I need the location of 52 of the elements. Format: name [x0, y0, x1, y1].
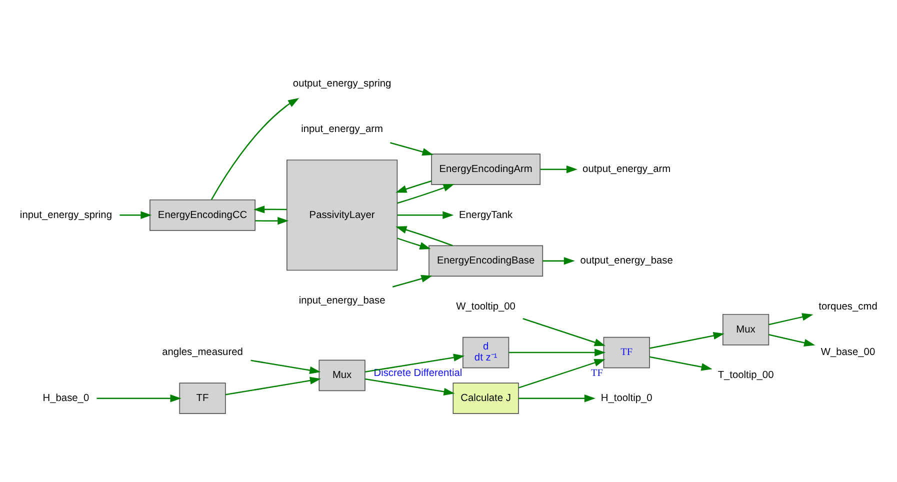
node-box: Mux — [318, 360, 366, 392]
arrow — [365, 378, 455, 396]
arrow — [649, 356, 712, 371]
arrow — [509, 348, 606, 356]
node-box: d dt z⁻¹ — [462, 336, 510, 368]
arrow — [255, 216, 289, 225]
node-text: T_tooltip_00 — [718, 370, 774, 382]
arrow — [397, 211, 454, 219]
arrow — [365, 354, 465, 372]
node-box: PassivityLayer — [286, 160, 398, 271]
arrow — [392, 274, 432, 288]
node-box: Mux — [722, 314, 770, 346]
node-text: W_tooltip_00 — [456, 301, 516, 312]
arrow — [518, 359, 606, 388]
node-box: TF — [603, 336, 650, 368]
arrow — [649, 332, 724, 349]
node-box: EnergyEncodingCC — [150, 199, 256, 231]
node-text: angles_measured — [162, 347, 243, 358]
arrow — [254, 206, 287, 214]
arrow — [396, 180, 432, 193]
arrow — [768, 334, 816, 347]
arrow — [210, 98, 300, 200]
arrow — [250, 360, 321, 374]
node-box: EnergyEncodingArm — [431, 154, 541, 186]
node-box: Calculate J — [452, 382, 519, 414]
arrow — [522, 318, 606, 346]
node-text: output_energy_arm — [582, 164, 671, 175]
node-box: TF — [179, 382, 226, 414]
node-text: torques_cmd — [818, 301, 878, 312]
node-text: input_energy_base — [298, 295, 386, 306]
arrow — [396, 226, 453, 246]
arrow — [397, 184, 454, 204]
node-text: W_base_00 — [820, 347, 876, 358]
node-text: EnergyTank — [459, 210, 513, 221]
node-label: Discrete Differential — [374, 368, 462, 379]
arrow — [540, 165, 578, 174]
arrow — [96, 394, 182, 402]
node-box: EnergyEncodingBase — [428, 245, 544, 277]
node-text: input_energy_arm — [301, 124, 383, 136]
node-text: H_base_0 — [42, 392, 90, 404]
arrow — [390, 142, 434, 156]
node-text: output_energy_base — [580, 256, 673, 267]
arrow — [542, 257, 575, 265]
node-text: input_energy_spring — [20, 210, 112, 221]
arrow — [768, 313, 814, 326]
node-label: TF — [591, 368, 603, 379]
arrow — [518, 394, 596, 402]
arrow — [225, 376, 322, 396]
arrow — [397, 238, 431, 250]
node-text: output_energy_spring — [292, 78, 392, 90]
node-text: H_tooltip_0 — [600, 392, 652, 404]
arrow — [120, 211, 152, 219]
